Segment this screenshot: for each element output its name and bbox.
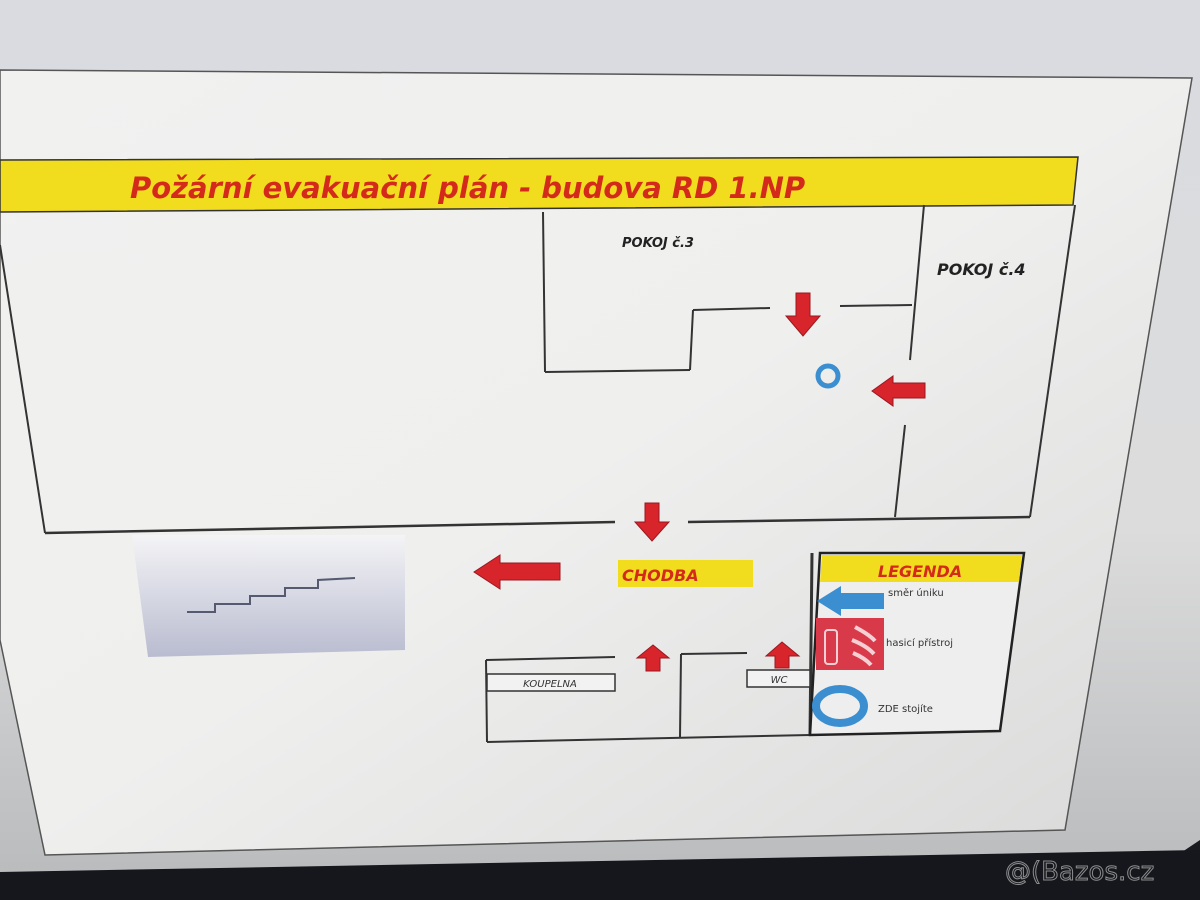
- corridor-label: CHODBA: [622, 566, 699, 585]
- arrow-up-icon: [635, 644, 671, 672]
- legend-label-extinguisher: hasicí přístroj: [886, 637, 953, 649]
- legend-label-escape: směr úniku: [888, 587, 944, 599]
- room-3-label: POKOJ č.3: [622, 236, 694, 251]
- legend-header: [820, 555, 1022, 582]
- legend-title: LEGENDA: [878, 562, 962, 581]
- you-are-here-marker-icon: [815, 363, 841, 389]
- arrow-left-icon: [473, 554, 561, 590]
- taskbar: [0, 850, 1200, 900]
- arrow-left-icon: [871, 375, 926, 407]
- arrow-down-icon: [633, 502, 671, 542]
- plan-title: Požární evakuační plán - budova RD 1.NP: [130, 171, 805, 205]
- watermark: @(Bazos.cz: [1005, 857, 1154, 887]
- title-bar: [0, 156, 1079, 213]
- arrow-down-icon: [784, 292, 822, 337]
- bathroom-label-box: [486, 673, 616, 692]
- you-are-here-icon: [812, 685, 868, 727]
- wc-label-box: [746, 669, 811, 688]
- wc-label: WC: [771, 675, 788, 686]
- legend-label-you-are-here: ZDE stojíte: [878, 703, 933, 715]
- arrow-up-icon: [764, 641, 801, 669]
- walls: [0, 204, 1076, 743]
- blue-arrow-icon: [817, 586, 884, 616]
- extinguisher-shape-icon: [824, 629, 838, 665]
- fire-extinguisher-icon: [816, 618, 884, 670]
- corridor-label-box: [618, 560, 753, 587]
- bathroom-label: KOUPELNA: [523, 679, 577, 690]
- room-4-label: POKOJ č.4: [937, 260, 1026, 279]
- flame-icon: [851, 625, 877, 667]
- stairs-icon: [187, 577, 356, 613]
